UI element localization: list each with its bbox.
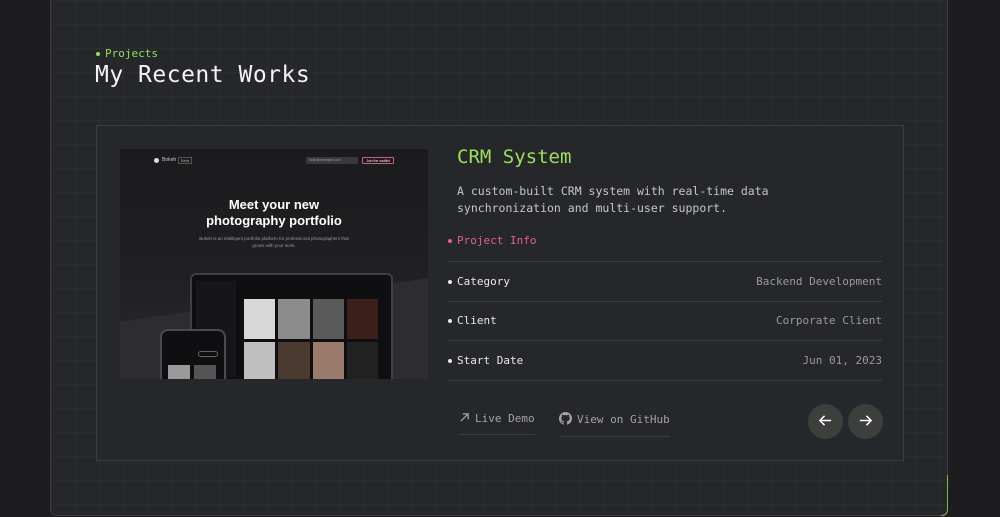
eyebrow-label: Projects [105, 47, 158, 60]
preview-headline-line2: photography portfolio [206, 213, 342, 228]
projects-section: Projects My Recent Works Bokeh Beta hell… [50, 0, 948, 516]
preview-headline-line1: Meet your new [228, 197, 320, 212]
preview-badge: Beta [178, 157, 193, 164]
preview-phone-photo [194, 365, 216, 379]
section-heading: My Recent Works [95, 62, 311, 88]
preview-laptop-topbar [244, 284, 378, 292]
preview-photo [312, 341, 344, 379]
arrow-right-icon [858, 413, 873, 431]
preview-join-button: Join the waitlist [362, 157, 394, 164]
preview-photo [346, 341, 378, 379]
info-key-label: Start Date [457, 354, 524, 367]
divider [448, 261, 882, 262]
project-description: A custom-built CRM system with real-time… [457, 184, 769, 215]
preview-photo [244, 341, 276, 379]
project-card: Bokeh Beta hello@example.com Join the wa… [96, 125, 904, 461]
preview-photo [244, 299, 276, 339]
preview-photo [346, 299, 378, 339]
arrow-left-icon [818, 413, 833, 431]
preview-photo [278, 341, 310, 379]
arrow-up-right-icon [459, 412, 470, 426]
preview-photo [278, 299, 310, 339]
bullet-dot [448, 319, 452, 323]
eyebrow-dot [96, 52, 100, 56]
info-value: Jun 01, 2023 [802, 354, 882, 367]
project-preview-image[interactable]: Bokeh Beta hello@example.com Join the wa… [120, 149, 428, 379]
github-label: View on GitHub [577, 413, 670, 426]
info-key-label: Client [457, 314, 497, 327]
project-info-heading: Project Info [448, 234, 536, 247]
info-key: Start Date [448, 354, 523, 367]
preview-photo [312, 299, 344, 339]
github-icon [559, 412, 572, 428]
info-row-start-date: Start Date Jun 01, 2023 [448, 354, 882, 368]
preview-phone-photo [168, 365, 190, 379]
preview-email-field: hello@example.com [306, 157, 358, 164]
divider [448, 301, 882, 302]
info-key: Client [448, 314, 497, 327]
info-value: Backend Development [756, 275, 882, 288]
preview-logo-icon [154, 158, 159, 163]
divider [448, 380, 882, 381]
info-row-client: Client Corporate Client [448, 314, 882, 328]
next-project-button[interactable] [848, 404, 883, 439]
preview-phone [160, 329, 226, 379]
live-demo-link[interactable]: Live Demo [459, 412, 535, 435]
project-info-heading-label: Project Info [457, 234, 537, 247]
preview-phone-button [198, 351, 218, 357]
info-value: Corporate Client [776, 314, 882, 327]
preview-photo-grid [244, 299, 378, 379]
info-key: Category [448, 275, 510, 288]
preview-brand: Bokeh [162, 157, 177, 163]
info-row-category: Category Backend Development [448, 275, 882, 289]
info-heading-dot [448, 239, 452, 243]
live-demo-label: Live Demo [475, 412, 535, 425]
bullet-dot [448, 280, 452, 284]
github-link[interactable]: View on GitHub [559, 412, 670, 437]
preview-laptop [190, 273, 393, 379]
divider [448, 340, 882, 341]
section-eyebrow: Projects [96, 47, 158, 60]
bullet-dot [448, 359, 452, 363]
prev-project-button[interactable] [808, 404, 843, 439]
preview-subtext: Bokeh is an intelligent portfolio platfo… [199, 236, 349, 248]
project-title: CRM System [457, 146, 572, 168]
preview-headline: Meet your new photography portfolio [120, 197, 428, 229]
info-key-label: Category [457, 275, 510, 288]
